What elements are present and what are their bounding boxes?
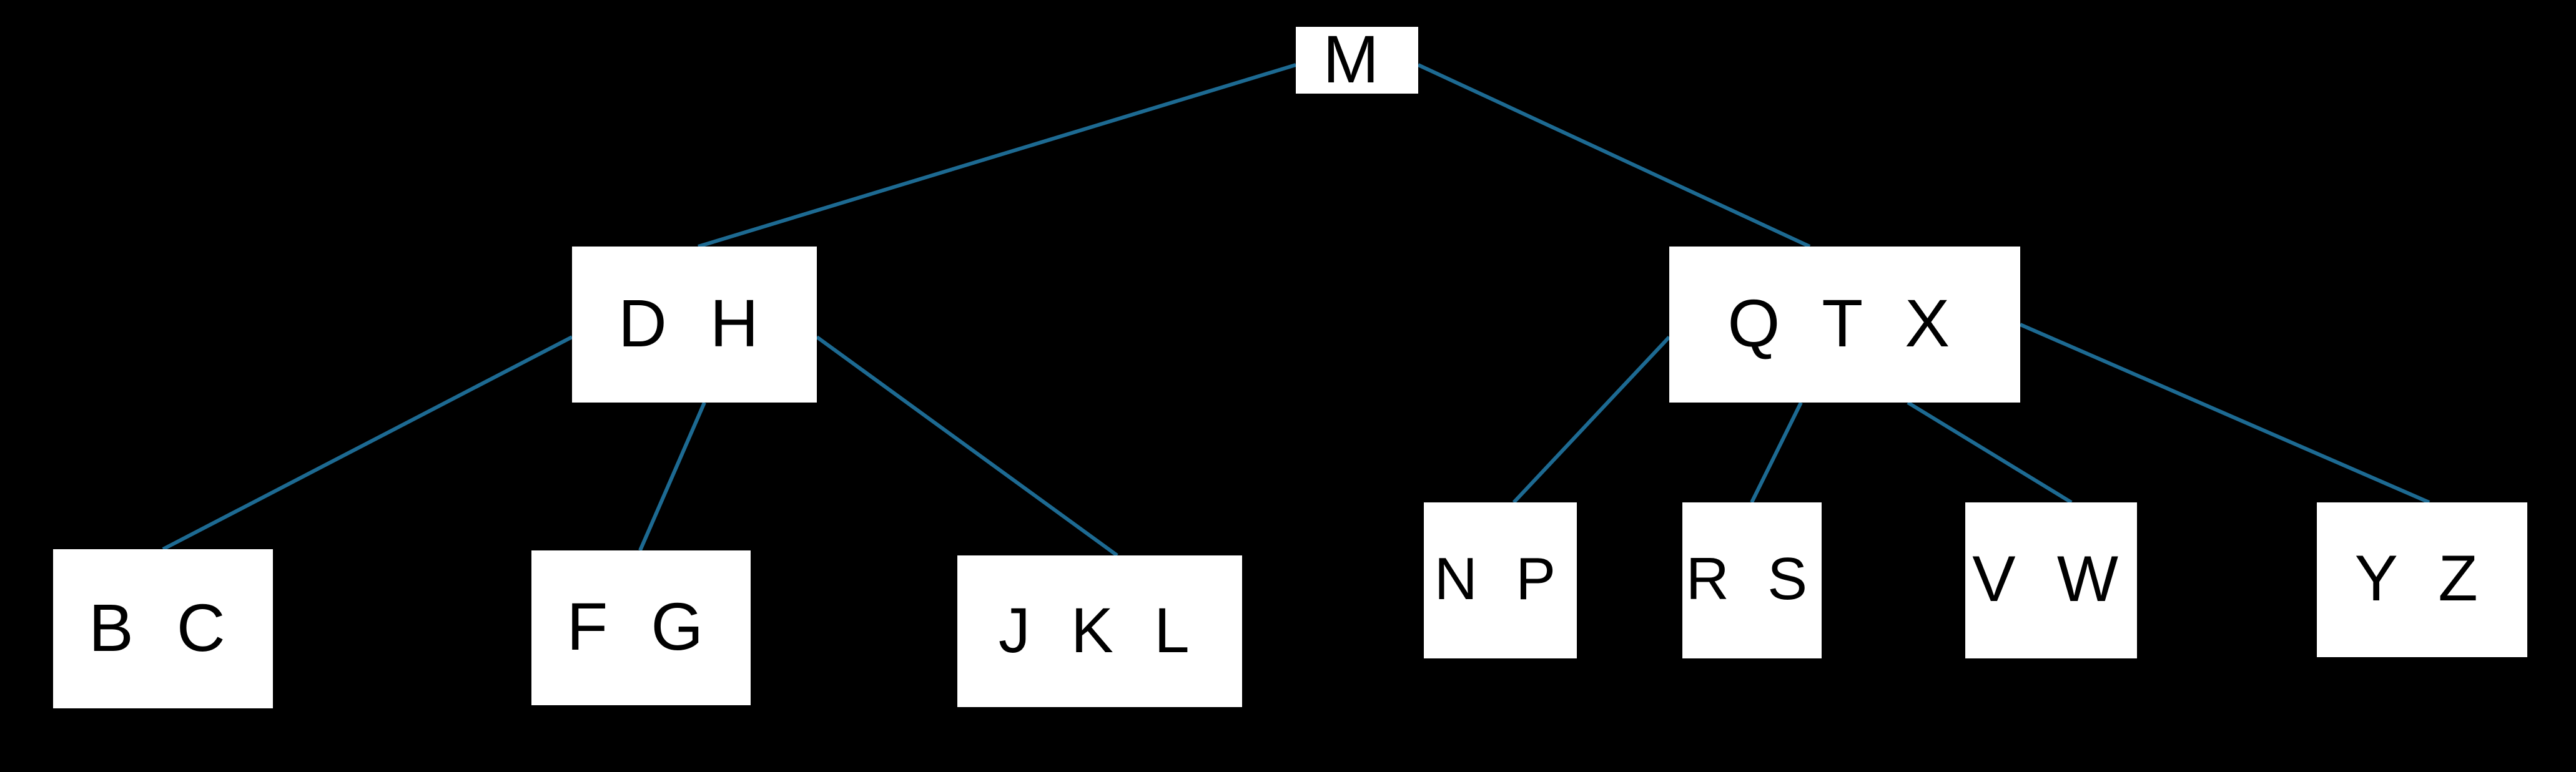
- tree-node-n_bc[interactable]: B C: [53, 549, 273, 708]
- tree-node-n_dh[interactable]: D H: [572, 247, 817, 403]
- tree-node-label: F G: [566, 588, 716, 664]
- tree-node-label: D H: [618, 285, 771, 361]
- tree-node-label: J K L: [998, 594, 1202, 666]
- tree-node-n_yz[interactable]: Y Z: [2317, 502, 2527, 657]
- tree-node-root[interactable]: M: [1296, 21, 1418, 97]
- tree-node-label: R S: [1685, 545, 1818, 613]
- tree-node-n_np[interactable]: N P: [1424, 502, 1577, 658]
- tree-node-label: V W: [1972, 542, 2130, 615]
- tree-node-n_vw[interactable]: V W: [1965, 502, 2137, 658]
- tree-node-label: B C: [88, 589, 238, 665]
- tree-node-label: M: [1323, 21, 1391, 97]
- tree-node-n_jkl[interactable]: J K L: [957, 555, 1242, 707]
- tree-node-label: N P: [1434, 545, 1567, 613]
- tree-node-n_qtx[interactable]: Q T X: [1669, 247, 2020, 403]
- tree-node-label: Q T X: [1727, 285, 1962, 361]
- tree-node-n_fg[interactable]: F G: [531, 550, 751, 705]
- tree-node-label: Y Z: [2354, 542, 2490, 615]
- tree-node-n_rs[interactable]: R S: [1682, 502, 1822, 658]
